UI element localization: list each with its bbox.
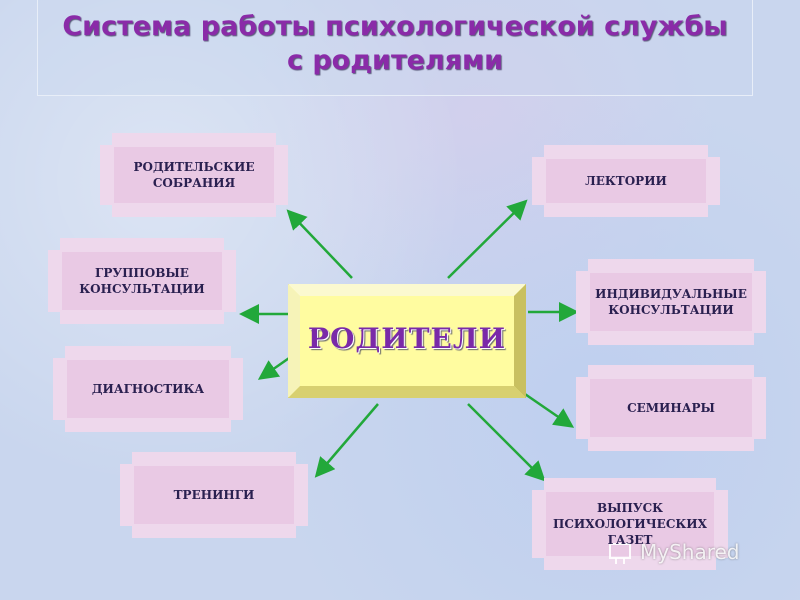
node-meetings-line-2: СОБРАНИЯ (152, 176, 236, 190)
node-newspapers-line-2: ПСИХОЛОГИЧЕСКИХ (553, 517, 707, 531)
node-newspapers-line-3: ГАЗЕТ (607, 533, 653, 547)
node-parent-meetings: РОДИТЕЛЬСКИЕ СОБРАНИЯ (100, 133, 288, 217)
node-individual-consult-line-1: ИНДИВИДУАЛЬНЫЕ (595, 287, 747, 301)
arrow-to-newspapers (467, 403, 546, 482)
node-newspapers-line-1: ВЫПУСК (596, 501, 664, 515)
watermark-text: MyShared (640, 540, 740, 564)
node-meetings-line-1: РОДИТЕЛЬСКИЕ (133, 160, 255, 174)
arrow-to-lectures (447, 199, 528, 279)
node-diagnostics: ДИАГНОСТИКА (53, 346, 243, 432)
arrow-to-seminars (521, 390, 575, 428)
watermark-logo-icon (609, 543, 631, 564)
arrow-to-trainings (314, 403, 379, 478)
node-group-consult-line-1: ГРУППОВЫЕ (95, 266, 189, 280)
node-lectures-line-1: ЛЕКТОРИИ (585, 174, 667, 188)
arrow-to-diagnostics (257, 354, 293, 380)
node-seminars-line-1: СЕМИНАРЫ (627, 401, 715, 415)
node-psychological-newspapers: ВЫПУСК ПСИХОЛОГИЧЕСКИХ ГАЗЕТ (532, 478, 728, 570)
node-trainings: ТРЕНИНГИ (120, 452, 308, 538)
arrow-to-meetings (286, 209, 353, 279)
center-node-parents: РОДИТЕЛИ (288, 284, 526, 398)
node-group-consultations: ГРУППОВЫЕ КОНСУЛЬТАЦИИ (48, 238, 236, 324)
node-group-consult-line-2: КОНСУЛЬТАЦИИ (79, 282, 205, 296)
node-individual-consult-line-2: КОНСУЛЬТАЦИИ (608, 303, 734, 317)
node-lectures: ЛЕКТОРИИ (532, 145, 720, 217)
node-individual-consultations: ИНДИВИДУАЛЬНЫЕ КОНСУЛЬТАЦИИ (576, 259, 766, 345)
center-label: РОДИТЕЛИ (307, 322, 507, 355)
title-frame (37, 0, 753, 96)
node-trainings-line-1: ТРЕНИНГИ (173, 488, 255, 502)
title-line-2: с родителями (286, 45, 504, 76)
page-title: Система работы психологической службы с … (37, 10, 753, 78)
title-line-1: Система работы психологической службы (62, 11, 728, 42)
node-diagnostics-line-1: ДИАГНОСТИКА (91, 382, 205, 396)
node-seminars: СЕМИНАРЫ (576, 365, 766, 451)
